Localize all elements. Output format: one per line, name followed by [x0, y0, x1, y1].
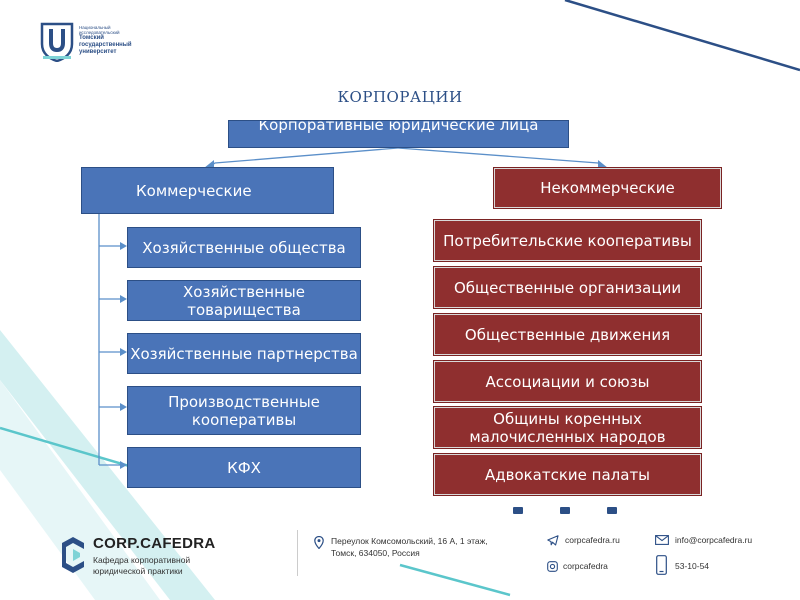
navy-line-top	[564, 0, 800, 72]
corp-cafedra-logo-icon	[62, 537, 84, 573]
footer: CORP.CAFEDRA Кафедра корпоративной юриди…	[0, 520, 800, 600]
commercial-item: Хозяйственные партнерства	[127, 333, 361, 374]
bullet-dot	[560, 507, 570, 514]
arrow-item-5	[120, 461, 127, 469]
noncommercial-item: Ассоциации и союзы	[434, 361, 701, 402]
logo-line-1: Национальный	[79, 25, 111, 30]
noncommercial-node: Некоммерческие	[494, 168, 721, 208]
bullet-dot	[513, 507, 523, 514]
logo-line-4: государственный	[79, 42, 132, 49]
noncommercial-item-label: Адвокатские палаты	[484, 465, 651, 484]
noncommercial-item: Общественные организации	[434, 267, 701, 308]
commercial-item-label: Хозяйственные партнерства	[130, 344, 358, 363]
commercial-item: Хозяйственные товарищества	[127, 280, 361, 321]
arrow-item-2	[120, 295, 127, 303]
noncommercial-item-label: Ассоциации и союзы	[485, 372, 650, 391]
instagram-icon	[547, 561, 558, 572]
footer-brand: CORP.CAFEDRA	[93, 535, 216, 552]
footer-instagram[interactable]: corpcafedra	[563, 561, 608, 571]
noncommercial-item-label: Потребительские кооперативы	[443, 231, 692, 250]
bullet-dot	[607, 507, 617, 514]
commercial-item-label: Производственные кооперативы	[168, 392, 320, 429]
email-icon	[655, 535, 669, 545]
root-node-label: Корпоративные юридические лица	[258, 120, 539, 134]
noncommercial-item: Общественные движения	[434, 314, 701, 355]
logo-line-3: Томский	[79, 35, 104, 42]
connector-root-left	[207, 147, 399, 169]
commercial-item-label: Хозяйственные товарищества	[183, 282, 305, 319]
location-pin-icon	[314, 536, 324, 549]
telegram-icon	[547, 535, 559, 546]
root-node: Корпоративные юридические лица	[228, 120, 569, 148]
commercial-item: КФХ	[127, 447, 361, 488]
footer-address-1: Переулок Комсомольский, 16 А, 1 этаж,	[331, 536, 488, 546]
footer-address-2: Томск, 634050, Россия	[331, 548, 420, 558]
footer-divider	[297, 530, 298, 576]
commercial-node: Коммерческие	[81, 167, 334, 214]
phone-icon	[656, 555, 667, 575]
footer-phone[interactable]: 53-10-54	[675, 561, 710, 571]
commercial-item: Хозяйственные общества	[127, 227, 361, 268]
footer-brand-sub-2: юридической практики	[93, 566, 183, 576]
commercial-item-label: КФХ	[227, 458, 261, 477]
logo-line-5: университет	[79, 49, 117, 56]
commercial-item: Производственные кооперативы	[127, 386, 361, 435]
connector-root-right	[397, 147, 605, 169]
noncommercial-item-label: Общины коренных малочисленных народов	[469, 409, 666, 446]
noncommercial-item: Общины коренных малочисленных народов	[434, 407, 701, 448]
commercial-node-label: Коммерческие	[136, 181, 252, 200]
arrow-item-1	[120, 242, 127, 250]
noncommercial-item: Адвокатские палаты	[434, 454, 701, 495]
footer-email[interactable]: info@corpcafedra.ru	[675, 535, 753, 545]
arrow-item-3	[120, 348, 127, 356]
page-title: КОРПОРАЦИИ	[337, 88, 463, 106]
university-shield-icon	[40, 22, 74, 62]
footer-brand-sub-1: Кафедра корпоративной	[93, 555, 191, 565]
commercial-item-label: Хозяйственные общества	[142, 238, 346, 257]
footer-telegram[interactable]: corpcafedra.ru	[565, 535, 620, 545]
noncommercial-item: Потребительские кооперативы	[434, 220, 701, 261]
noncommercial-item-label: Общественные организации	[453, 278, 682, 297]
arrow-item-4	[120, 403, 127, 411]
noncommercial-node-label: Некоммерческие	[540, 179, 675, 197]
logo-line-2: исследовательский	[79, 30, 120, 36]
noncommercial-item-label: Общественные движения	[464, 325, 671, 344]
